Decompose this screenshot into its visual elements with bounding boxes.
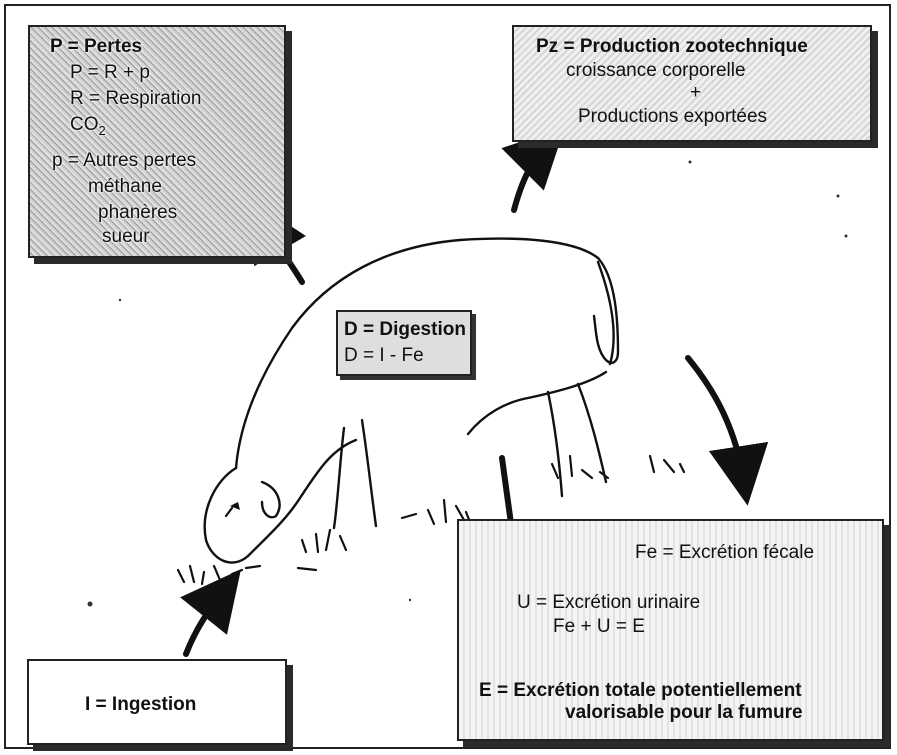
pertes-title: P = Pertes <box>50 37 142 57</box>
arrow-to-excretion-right <box>688 358 744 482</box>
ingestion-label: I = Ingestion <box>85 695 196 715</box>
sheep-front-leg-1 <box>334 428 344 528</box>
sheep-illustration <box>205 239 618 563</box>
co2-label: CO2 <box>70 115 106 141</box>
autres-pertes-label: p = Autres pertes <box>52 151 196 171</box>
excretion-urinaire-label: U = Excrétion urinaire <box>517 593 700 613</box>
excretion-fecale-label: Fe = Excrétion fécale <box>635 543 814 563</box>
ingestion-box: I = Ingestion <box>27 659 287 745</box>
sheep-hind-leg-2 <box>578 384 606 482</box>
plus-sign: + <box>690 83 701 103</box>
excretion-totale-line1: E = Excrétion totale potentiellement <box>479 681 802 701</box>
digestion-formula: D = I - Fe <box>344 346 424 366</box>
production-box: Pz = Production zootechnique croissance … <box>512 25 872 142</box>
sheep-front-leg-2 <box>362 420 376 526</box>
production-title: Pz = Production zootechnique <box>536 37 808 57</box>
sheep-hind-leg-1 <box>548 392 562 496</box>
croissance-label: croissance corporelle <box>566 61 746 81</box>
methane-label: méthane <box>88 177 162 197</box>
excretion-totale-line2: valorisable pour la fumure <box>565 703 803 723</box>
co2-main: CO <box>70 114 99 135</box>
digestion-box: D = Digestion D = I - Fe <box>336 310 472 376</box>
arrow-from-ingestion <box>186 588 226 654</box>
sueur-label: sueur <box>102 227 150 247</box>
respiration-label: R = Respiration <box>70 89 201 109</box>
digestion-title: D = Digestion <box>344 320 466 340</box>
pertes-formula: P = R + p <box>70 63 150 83</box>
arrow-to-production <box>514 144 548 210</box>
excretion-box: Fe = Excrétion fécale U = Excrétion urin… <box>457 519 884 741</box>
sheep-ear <box>262 482 280 517</box>
productions-exportees-label: Productions exportées <box>578 107 767 127</box>
pertes-box: P = Pertes P = R + p R = Respiration CO2… <box>28 25 286 258</box>
phaneres-label: phanères <box>98 203 177 223</box>
excretion-sum-formula: Fe + U = E <box>553 617 645 637</box>
co2-subscript: 2 <box>99 123 106 138</box>
